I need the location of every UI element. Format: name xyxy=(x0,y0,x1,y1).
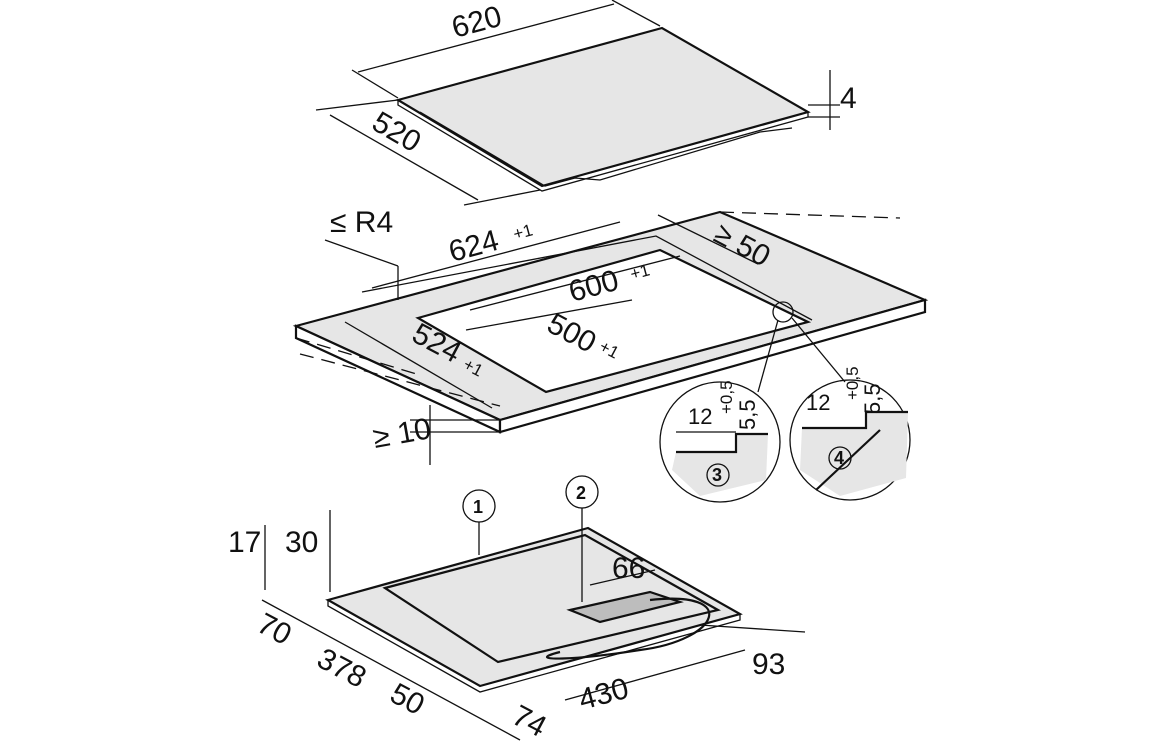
dim-74: 74 xyxy=(507,699,552,742)
hob-underside: 1 2 17 30 66 70 378 50 74 430 93 xyxy=(228,475,806,742)
dim-624: 624 xyxy=(445,224,502,269)
dim-4: 4 xyxy=(840,82,857,115)
detail-4-rebate-depth: 5,5 xyxy=(860,383,885,414)
detail-4: 12 +0,5 5,5 4 xyxy=(789,366,911,501)
detail-3-rebate-width: 12 xyxy=(688,404,712,429)
countertop-cutout: ≤ R4 624 +1 ≥ 50 600 +1 500 +1 524 +1 ≥ … xyxy=(292,206,929,465)
dim-93: 93 xyxy=(752,648,785,681)
dim-corner-radius: ≤ R4 xyxy=(330,206,393,239)
dim-620: 620 xyxy=(448,0,505,45)
dim-520: 520 xyxy=(367,105,427,159)
dim-66: 66 xyxy=(612,552,645,585)
dim-front-clearance: ≥ 10 xyxy=(370,412,433,455)
detail-3: 12 +0,5 5,5 3 xyxy=(659,380,781,503)
dim-600-tolerance: +1 xyxy=(628,260,652,283)
dim-378: 378 xyxy=(312,642,372,695)
dim-70: 70 xyxy=(252,607,297,652)
detail-4-rebate-width: 12 xyxy=(806,390,830,415)
callout-4: 4 xyxy=(834,448,844,468)
dim-30: 30 xyxy=(285,526,318,559)
dim-17: 17 xyxy=(228,526,261,559)
hob-glass-top-view: 620 520 4 xyxy=(315,0,857,206)
dim-624-tolerance: +1 xyxy=(511,220,535,243)
callout-1: 1 xyxy=(473,497,483,517)
dim-430: 430 xyxy=(575,672,632,717)
dim-50: 50 xyxy=(385,677,430,722)
detail-4-tolerance: +0,5 xyxy=(843,366,862,400)
detail-3-tolerance: +0,5 xyxy=(717,380,736,414)
callout-3: 3 xyxy=(712,465,722,485)
callout-2: 2 xyxy=(576,483,586,503)
detail-3-rebate-depth: 5,5 xyxy=(735,399,760,430)
